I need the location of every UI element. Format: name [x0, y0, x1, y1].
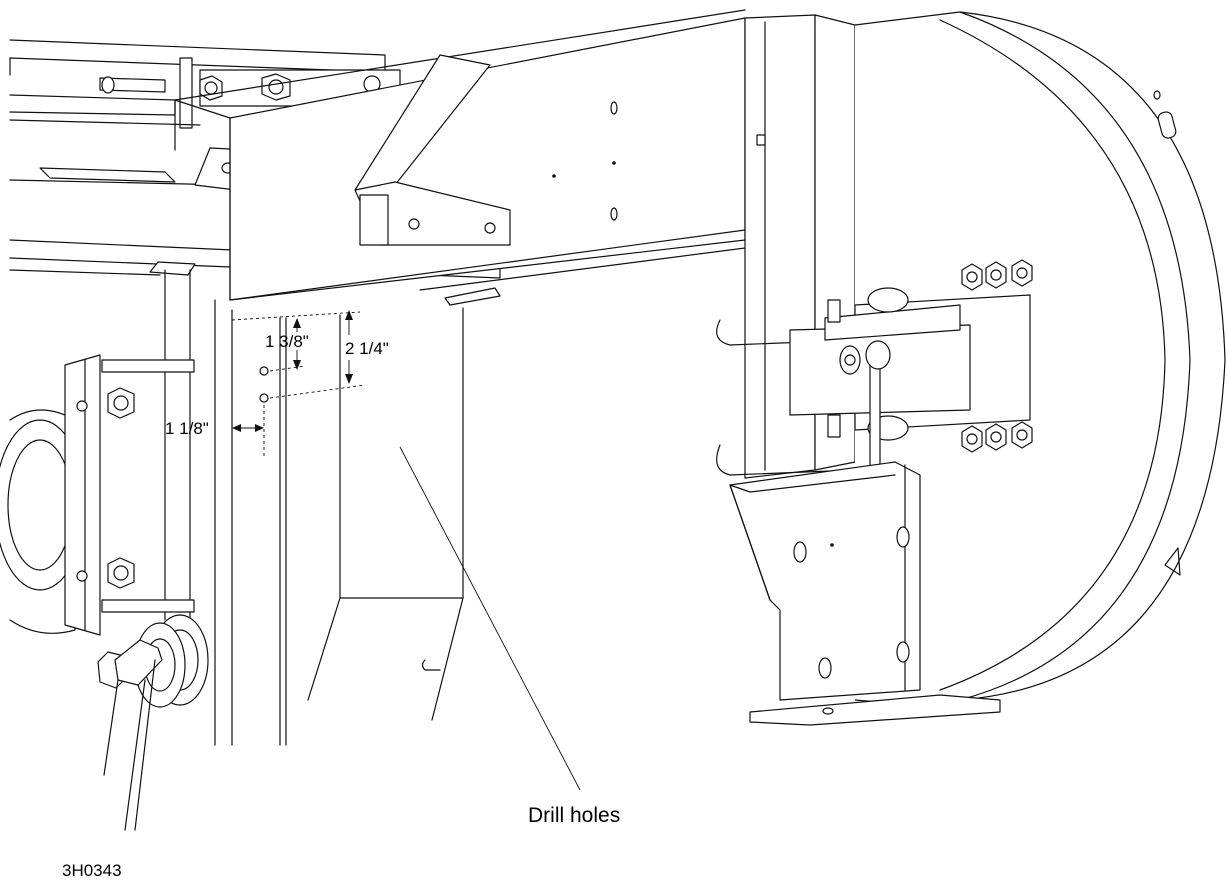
mount-plate [716, 259, 1033, 536]
bearing-assembly [0, 354, 195, 636]
main-beam [174, 9, 746, 306]
hex-bolts [961, 259, 1033, 453]
dimension-lines [231, 310, 366, 458]
lower-bracket [729, 461, 1001, 726]
drum [854, 11, 1226, 706]
dimension-label-2-1-4: 2 1/4" [345, 339, 389, 358]
callout-leader [399, 446, 581, 791]
diagonal-brace [354, 54, 511, 246]
sprocket-assembly [97, 614, 209, 831]
dimension-label-1-1-8: 1 1/8" [165, 419, 209, 438]
drill-holes-callout: Drill holes [528, 804, 620, 827]
figure-id: 3H0343 [62, 861, 122, 880]
vertical-post [164, 269, 464, 746]
dimension-label-1-3-8: 1 3/8" [265, 332, 309, 351]
